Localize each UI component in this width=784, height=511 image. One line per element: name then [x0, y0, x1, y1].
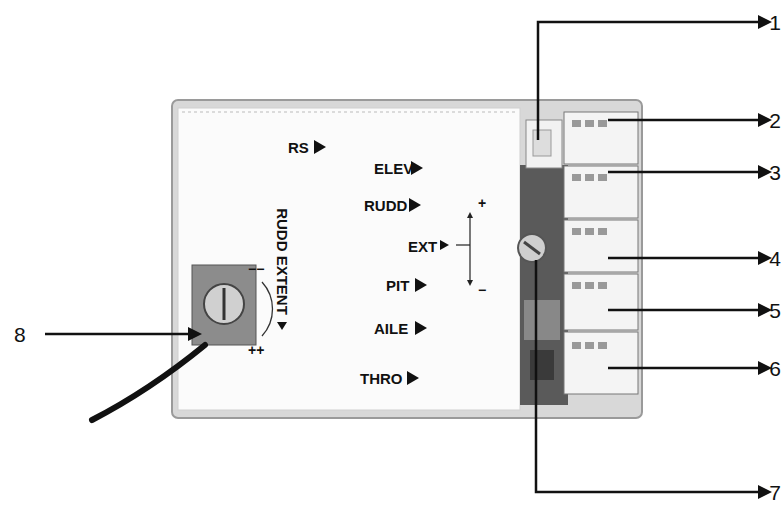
callout-arrowheads [188, 15, 772, 499]
chip [530, 350, 554, 380]
ext-potentiometer [518, 234, 546, 262]
callout-number: 6 [769, 358, 781, 379]
channel-label: RS [288, 140, 309, 155]
callout-number: 4 [769, 248, 781, 269]
callout-number: 7 [769, 482, 781, 503]
polarity-mark: −− [248, 262, 264, 276]
channel-label: RUDD EXTENT [274, 208, 289, 315]
receiver-housing [172, 100, 642, 418]
channel-label: THRO [360, 371, 403, 386]
rs-connector [526, 120, 562, 168]
polarity-mark: + [478, 196, 486, 210]
channel-label: EXT [408, 239, 437, 254]
rudd-extent-knob [192, 265, 256, 345]
knob-slot [223, 288, 226, 320]
ext-range-line [469, 214, 470, 284]
sticker-edge [182, 112, 515, 113]
servo-connectors [564, 112, 638, 394]
callout-number: 3 [769, 162, 781, 183]
channel-label: AILE [374, 321, 408, 336]
callout-leaders [45, 22, 760, 492]
callout-number: 1 [769, 12, 781, 33]
channel-pointers [277, 140, 449, 385]
polarity-mark: − [478, 283, 486, 297]
antenna-wire [92, 345, 205, 420]
callout-number: 8 [14, 324, 26, 345]
rs-connector-socket [533, 130, 551, 156]
chip [524, 300, 560, 340]
callout-number: 5 [769, 300, 781, 321]
knob-dial [204, 284, 244, 324]
channel-label: PIT [386, 278, 409, 293]
circuit-board [520, 165, 568, 405]
callout-number: 2 [769, 110, 781, 131]
polarity-mark: ++ [248, 343, 264, 357]
pot-slot [524, 242, 540, 254]
channel-label: ELEV [374, 161, 413, 176]
extent-arc [262, 282, 272, 336]
channel-label: RUDD [364, 198, 407, 213]
label-sticker [178, 108, 520, 410]
